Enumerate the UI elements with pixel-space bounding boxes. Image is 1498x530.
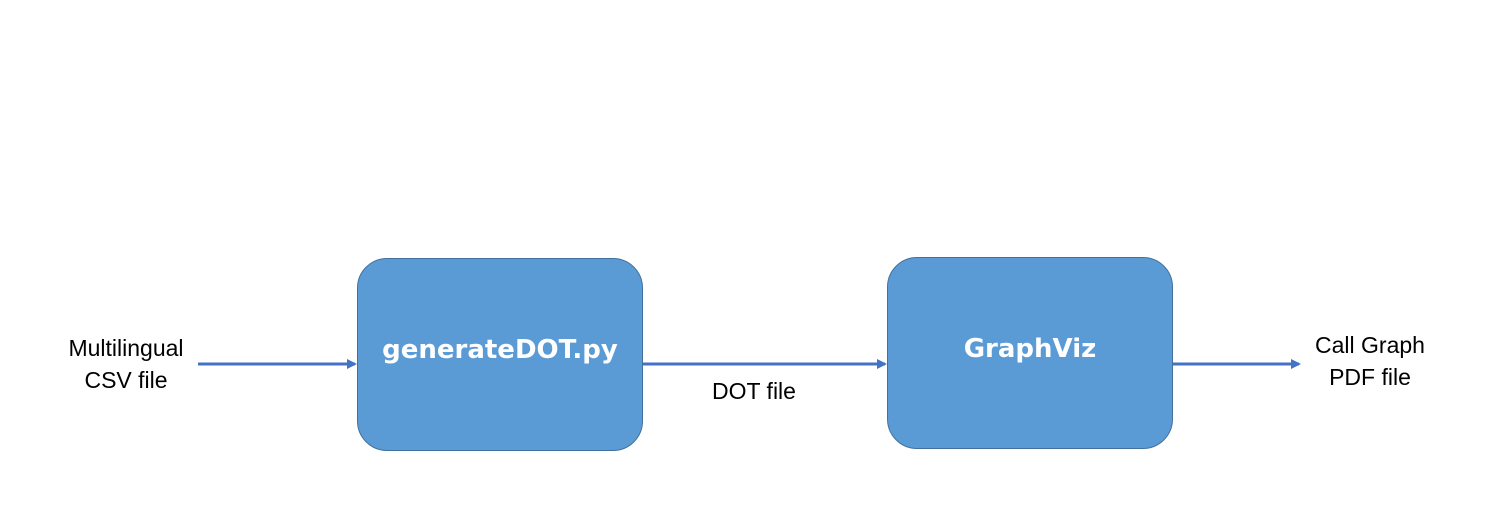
output-label-line2: PDF file bbox=[1329, 364, 1411, 390]
graphviz-process-box: GraphViz bbox=[887, 257, 1173, 449]
output-label: Call Graph PDF file bbox=[1294, 329, 1446, 393]
input-label-line1: Multilingual bbox=[68, 335, 184, 361]
output-label-line1: Call Graph bbox=[1315, 332, 1425, 358]
generatedot-process-box: generateDOT.py bbox=[357, 258, 643, 451]
intermediate-label-text: DOT file bbox=[712, 378, 796, 404]
graphviz-process-label: GraphViz bbox=[963, 334, 1097, 364]
input-label-line2: CSV file bbox=[84, 367, 168, 393]
input-label: Multilingual CSV file bbox=[50, 332, 202, 396]
generatedot-process-label: generateDOT.py bbox=[382, 335, 618, 365]
intermediate-label: DOT file bbox=[692, 375, 816, 407]
